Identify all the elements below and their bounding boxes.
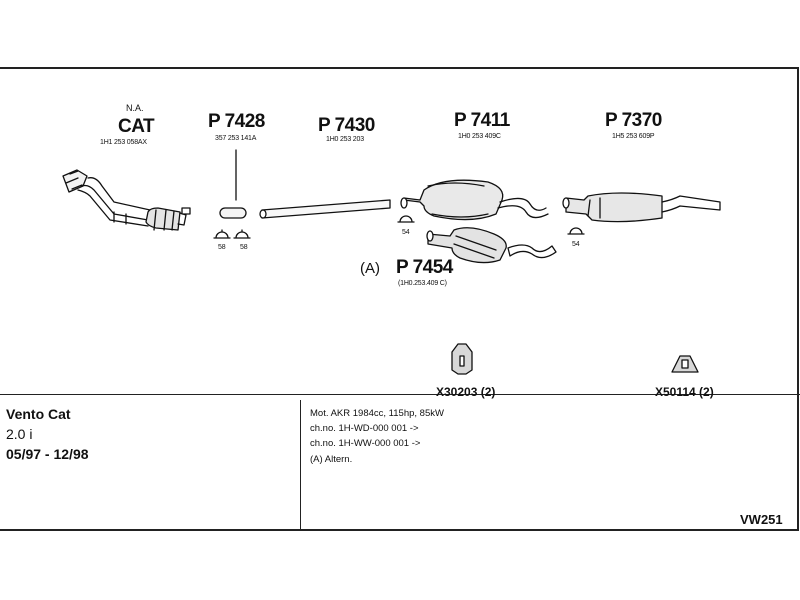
catalytic-converter-drawing	[62, 169, 191, 231]
cat-note: N.A.	[126, 103, 144, 113]
middle-silencer-drawing	[397, 179, 549, 223]
alternative-silencer-drawing	[426, 227, 557, 264]
intermediate-pipe-drawing	[259, 199, 391, 219]
section-divider	[0, 394, 800, 395]
connecting-sleeve-drawing	[213, 149, 251, 239]
p7454-oem-number: (1H0.253.409 C)	[398, 280, 447, 287]
engine-note: Mot. AKR 1984cc, 115hp, 85kW	[310, 408, 444, 419]
x50114-label: X50114 (2)	[655, 385, 714, 399]
vehicle-engine: 2.0 i	[6, 426, 33, 442]
rubber-mount-x30203-drawing	[451, 343, 473, 375]
p7411-clamp: 54	[402, 229, 410, 236]
rubber-mount-x50114-drawing	[671, 355, 699, 373]
cat-oem-number: 1H1 253 058AX	[100, 139, 147, 146]
diagram-frame	[0, 67, 799, 531]
p7428-clamp-left: 58	[218, 244, 226, 251]
p7428-oem-number: 357 253 141A	[215, 135, 257, 142]
p7430-label: P 7430	[318, 115, 375, 136]
p7411-oem-number: 1H0 253 409C	[458, 133, 501, 140]
cat-label: CAT	[118, 116, 155, 137]
p7428-clamp-right: 58	[240, 244, 248, 251]
x30203-label: X30203 (2)	[436, 385, 496, 399]
p7370-clamp: 54	[572, 241, 580, 248]
vehicle-years: 05/97 - 12/98	[6, 446, 89, 462]
chassis-note-1: ch.no. 1H-WD-000 001 ->	[310, 423, 419, 434]
alternative-note: (A) Altern.	[310, 454, 353, 465]
p7370-label: P 7370	[605, 110, 662, 131]
p7370-oem-number: 1H5 253 609P	[612, 133, 655, 140]
p7411-label: P 7411	[454, 110, 510, 131]
p7454-label: P 7454	[396, 257, 453, 278]
p7430-oem-number: 1H0 253 203	[326, 136, 364, 143]
p7428-label: P 7428	[208, 111, 265, 132]
rear-silencer-drawing	[562, 192, 721, 235]
info-column-divider	[300, 400, 301, 531]
chassis-note-2: ch.no. 1H-WW-000 001 ->	[310, 438, 421, 449]
vehicle-name: Vento Cat	[6, 406, 71, 422]
reference-code: VW251	[740, 512, 783, 527]
alternative-marker: (A)	[360, 260, 380, 277]
